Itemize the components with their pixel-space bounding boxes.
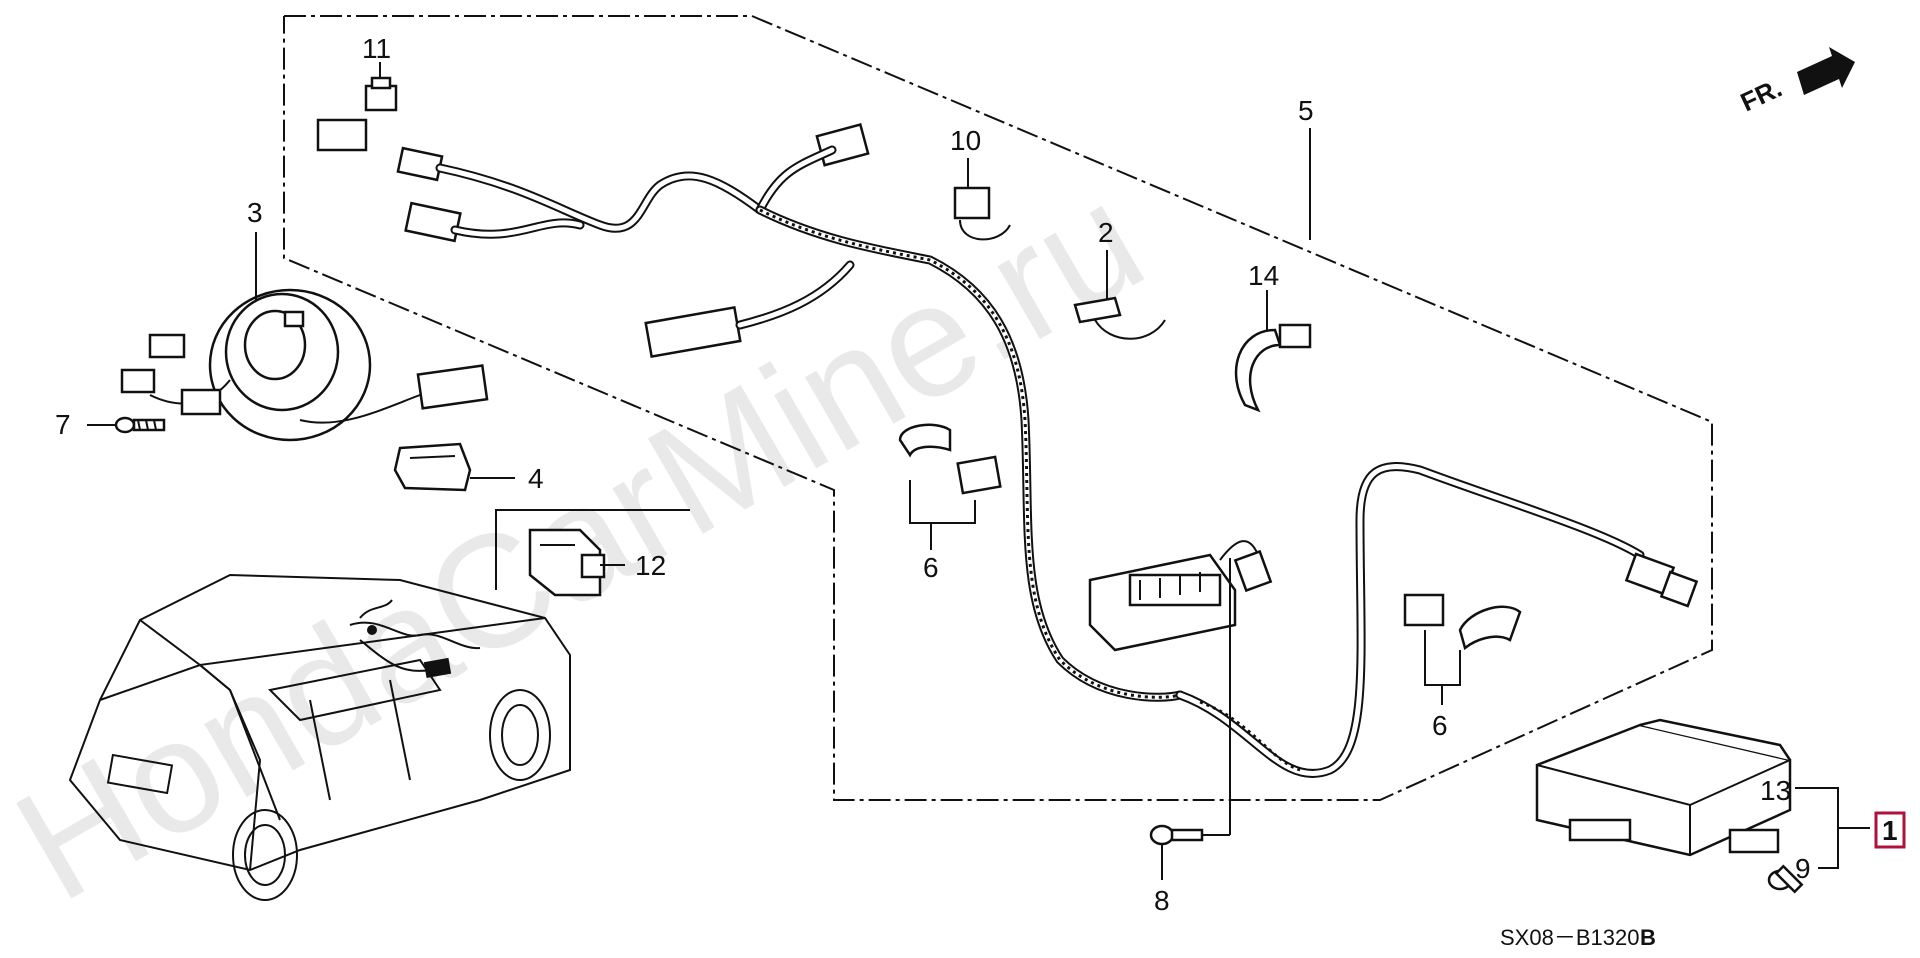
part-7-screw xyxy=(114,416,166,434)
callout-9: 9 xyxy=(1795,853,1811,884)
callout-11: 11 xyxy=(362,33,391,64)
diagram-code-suffix: B xyxy=(1640,925,1656,950)
vehicle-illustration xyxy=(68,573,571,901)
callout-1[interactable]: 1 xyxy=(1882,815,1898,846)
callout-5: 5 xyxy=(1298,95,1314,126)
item12-bracket xyxy=(495,509,690,590)
boundary-line xyxy=(283,15,1713,801)
leader-lines xyxy=(87,62,1870,880)
callout-12: 12 xyxy=(635,550,666,581)
part-5-wire-harness xyxy=(316,118,1699,779)
part-4-cover xyxy=(393,442,472,492)
callout-4: 4 xyxy=(528,463,544,494)
front-label: FR. xyxy=(1736,73,1787,118)
arrow-icon xyxy=(1797,47,1855,95)
callout-8: 8 xyxy=(1154,885,1170,916)
callout-1-box[interactable] xyxy=(1874,811,1906,849)
diagram-code: SX08－B1320 xyxy=(1500,925,1639,950)
part-10-clip xyxy=(953,186,1011,241)
part-9-bolt xyxy=(1767,864,1804,894)
callout-6-right: 6 xyxy=(1432,710,1448,741)
callout-14: 14 xyxy=(1248,260,1279,291)
callout-13: 13 xyxy=(1760,775,1791,806)
part-6-clips-left xyxy=(898,423,1002,524)
callout-3: 3 xyxy=(247,197,263,228)
callout-10: 10 xyxy=(950,125,981,156)
part-11-connector xyxy=(364,76,398,112)
part-2-clip xyxy=(1073,296,1166,340)
part-13-srs-unit xyxy=(1535,718,1792,857)
part-8-bolt xyxy=(1149,558,1231,846)
callout-6-left: 6 xyxy=(923,552,939,583)
callout-1-highlight[interactable]: 1 xyxy=(1874,811,1906,849)
callout-2: 2 xyxy=(1098,217,1114,248)
part-6-clips-right xyxy=(1403,593,1522,686)
part-12-connector xyxy=(528,528,606,597)
part-3-cable-reel xyxy=(120,288,489,442)
front-direction-arrow: FR. xyxy=(1736,47,1855,117)
part-14-clamp xyxy=(1234,323,1312,413)
callout-7: 7 xyxy=(55,409,71,440)
